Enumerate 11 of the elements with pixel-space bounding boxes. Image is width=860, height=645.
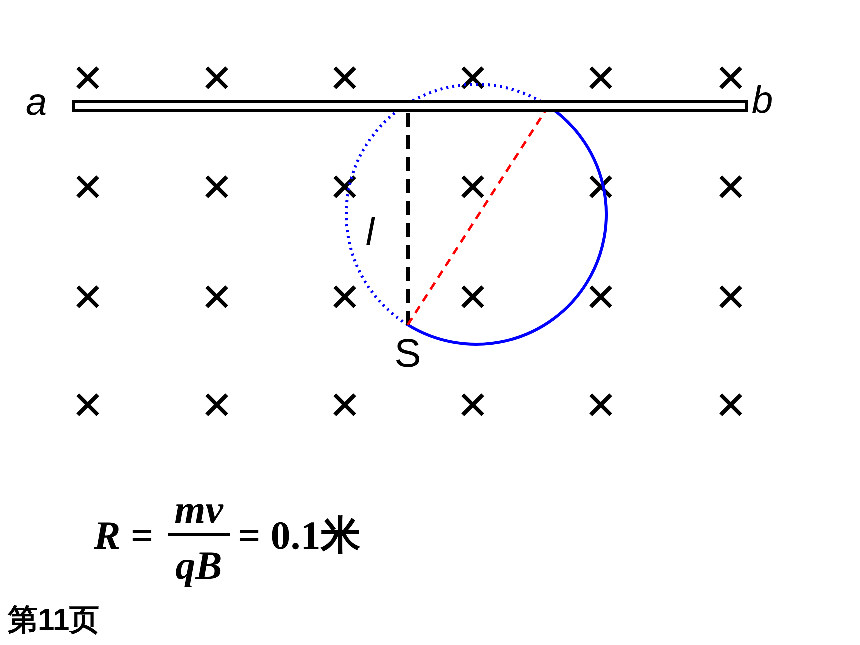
connector-line xyxy=(406,111,546,326)
metal-plate xyxy=(72,100,748,112)
formula-text: R = xyxy=(94,516,154,556)
end-label: b xyxy=(752,82,774,120)
connector-line xyxy=(406,112,410,325)
formula-text: = 0.1米 xyxy=(238,516,361,556)
page-number: 第11页 xyxy=(8,606,100,636)
end-label: a xyxy=(26,84,48,122)
numerator: mv xyxy=(174,490,225,530)
source-point-label: S xyxy=(394,325,422,374)
denominator: qB xyxy=(174,546,224,586)
